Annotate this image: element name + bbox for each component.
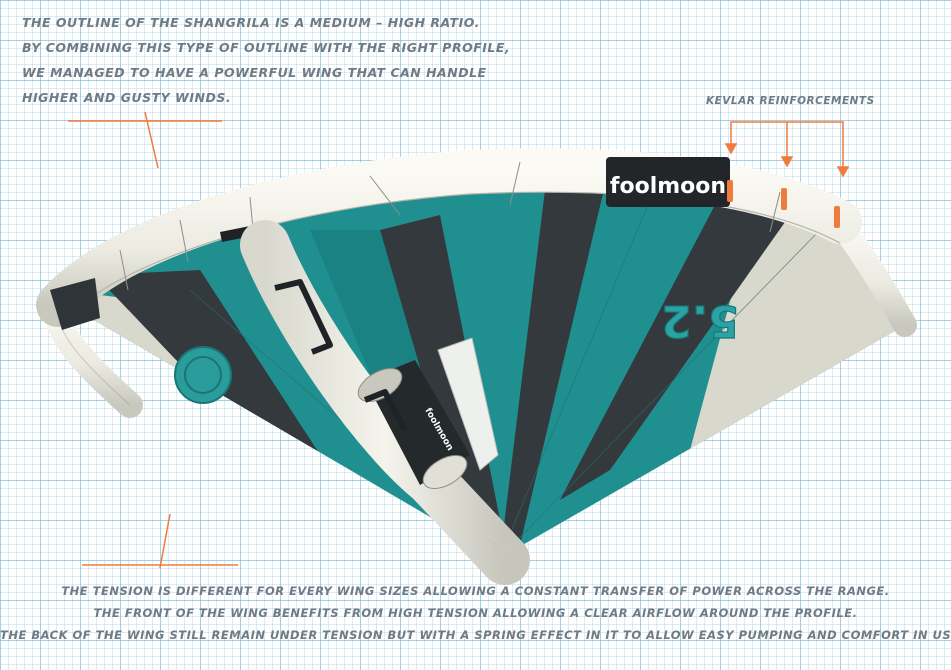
kevlar-arrow-head-1 — [724, 143, 738, 155]
logo-patch — [606, 157, 730, 207]
bottom-pointer — [159, 513, 171, 569]
outline-note-line: By combining this type of outline with t… — [22, 40, 511, 55]
sail-circle-logo — [174, 346, 232, 404]
tube-segment-lines — [119, 161, 781, 291]
tension-note-line: The front of the wing benefits from high… — [93, 606, 858, 620]
kevlar-marks — [727, 180, 840, 228]
top-pointer — [144, 111, 159, 169]
kevlar-arrow-head-2 — [780, 156, 794, 168]
leading-edge-tube — [36, 148, 862, 327]
tube-sleeve-left — [50, 278, 100, 330]
tension-note-line: The tension is different for every wing … — [61, 584, 890, 598]
strut-handles — [274, 279, 408, 432]
sail-stripe-dark — [560, 205, 790, 500]
strut-tip — [487, 538, 515, 560]
kevlar-arrows — [724, 121, 850, 178]
strut-joint — [422, 455, 468, 489]
outline-note-line: The outline of the Shangrila is a medium… — [22, 15, 480, 30]
size-mark: 5.2 — [661, 295, 739, 346]
kevlar-arrow-head-3 — [836, 166, 850, 178]
sail-stripe-dark — [500, 185, 605, 558]
tension-note: The tension is different for every wing … — [0, 580, 951, 646]
sail-stripe-dark — [380, 215, 500, 540]
tension-note-line: The back of the wing still remain under … — [0, 628, 951, 642]
outline-note: The outline of the Shangrila is a medium… — [22, 10, 511, 110]
outline-note-line: we managed to have a powerful wing that … — [22, 65, 487, 80]
brand-logo: foolmoon — [610, 174, 726, 199]
leading-edge-handle — [220, 226, 252, 242]
annotation-lines — [68, 111, 238, 569]
sail-window — [437, 337, 499, 471]
kevlar-label: Kevlar reinforcements — [706, 95, 875, 107]
outline-note-line: higher and gusty winds. — [22, 90, 232, 105]
